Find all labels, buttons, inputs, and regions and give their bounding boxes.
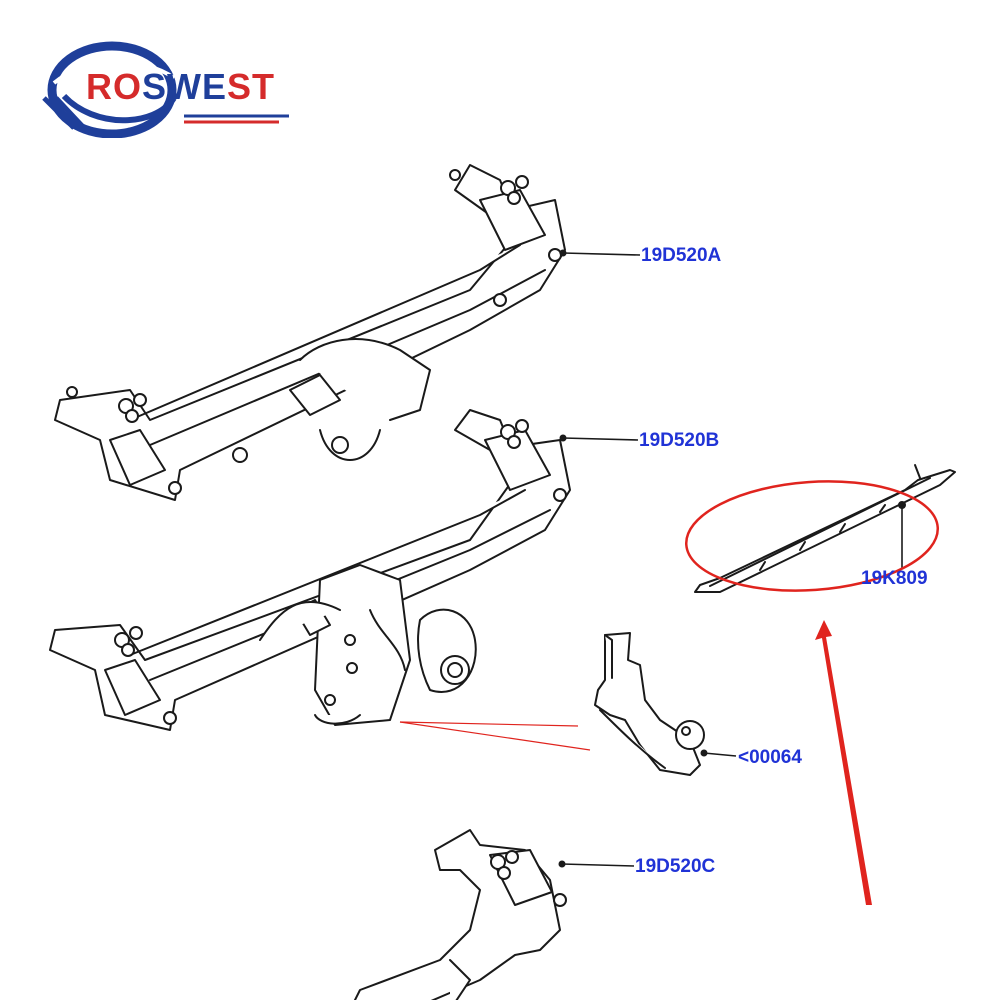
tow-bar-assembly-icon [54,164,566,501]
leader-line-part-c [561,863,635,867]
tow-ball-neck-icon [594,632,705,776]
highlight-ellipse [685,480,939,592]
part-label-19d520b: 19D520B [639,430,720,451]
leader-line-part-b [562,437,639,441]
brand-wordmark-mid: SWE [142,66,228,107]
tow-bar-assembly-icon [49,409,571,731]
part-label-19d520c: 19D520C [635,856,716,877]
leader-line-part-a [562,252,641,256]
red-guide-lines [399,721,591,751]
brand-logo: ROSWEST [34,38,304,139]
part-label-00064: <00064 [738,747,802,768]
tow-bar-assembly-icon [353,829,567,1000]
red-arrow-icon [815,620,872,905]
globe-swoosh-icon [42,41,289,139]
part-label-19d520a: 19D520A [641,245,722,266]
part-label-19k809: 19K809 [861,568,928,589]
leader-line-part-h [703,752,737,757]
brand-wordmark: ROSWEST [86,66,275,108]
brand-wordmark-left: RO [86,66,142,107]
brand-wordmark-right: ST [227,66,276,107]
